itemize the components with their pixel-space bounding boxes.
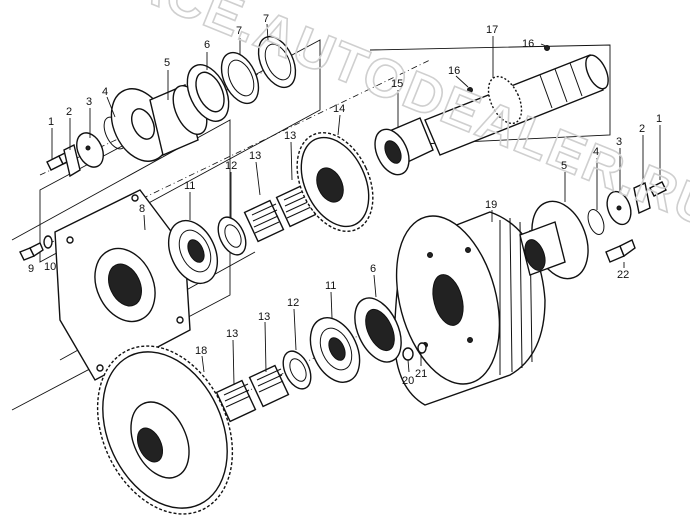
assembly-frame-right <box>369 44 611 146</box>
spacer-ring-lower <box>282 350 312 390</box>
callout-12-lower: 12 <box>287 297 299 309</box>
callout-9: 9 <box>28 263 34 275</box>
callout-12-top: 12 <box>225 160 237 172</box>
spacer-ring-7a <box>220 51 260 105</box>
callout-labels: 1 2 3 4 5 6 7 7 8 9 10 11 12 13 13 14 15… <box>28 13 662 387</box>
callout-16-a: 16 <box>448 65 460 77</box>
flange-hub-right <box>519 200 589 280</box>
callout-8: 8 <box>139 203 145 215</box>
bolt-9 <box>19 242 44 261</box>
housing-cover-plate <box>54 189 191 381</box>
callout-4-right: 4 <box>593 146 599 158</box>
flange-hub-top <box>110 84 208 162</box>
drive-shaft-17 <box>424 54 609 156</box>
callout-5-left: 5 <box>164 57 170 69</box>
nut-21 <box>417 342 427 354</box>
callout-11-lower: 11 <box>325 280 336 292</box>
callout-7-a: 7 <box>236 25 242 37</box>
callout-15: 15 <box>391 78 403 90</box>
callout-18: 18 <box>195 345 207 357</box>
callout-2-right: 2 <box>639 123 645 135</box>
cover-disc-left <box>76 132 104 168</box>
callout-1-right: 1 <box>656 113 662 125</box>
lock-plate-right <box>633 181 651 215</box>
pin-16-a <box>467 87 473 93</box>
callout-10: 10 <box>44 261 56 273</box>
spacer-ring-top <box>217 216 247 256</box>
large-gear-18 <box>96 345 234 515</box>
callout-19: 19 <box>485 199 497 211</box>
callout-6-lower: 6 <box>370 263 376 275</box>
callout-22: 22 <box>617 269 629 281</box>
spacer-ring-7b <box>257 35 297 89</box>
o-ring-right <box>587 209 605 235</box>
callout-3-right: 3 <box>616 136 622 148</box>
seal-ring-lower <box>354 297 402 363</box>
callout-13-lower-a: 13 <box>258 311 270 323</box>
needle-bearing-lower-a <box>248 364 290 408</box>
washer-20 <box>402 347 414 361</box>
callout-4-left: 4 <box>102 86 108 98</box>
lock-plate-left <box>63 143 81 178</box>
callout-7-b: 7 <box>263 13 269 25</box>
clutch-drum-19 <box>393 211 546 406</box>
ball-bearing-top <box>167 219 219 285</box>
callout-16-b: 16 <box>522 38 534 50</box>
pin-16-b <box>544 45 550 51</box>
callout-2-left: 2 <box>66 106 72 118</box>
callout-14: 14 <box>333 103 345 115</box>
callout-6-top: 6 <box>204 39 210 51</box>
callout-17: 17 <box>486 24 498 36</box>
callout-13-top-a: 13 <box>249 150 261 162</box>
callout-3-left: 3 <box>86 96 92 108</box>
ball-bearing-lower <box>309 317 361 383</box>
needle-bearing-top-a <box>243 199 285 243</box>
cover-disc-right <box>606 190 632 226</box>
leader-lines <box>51 23 661 386</box>
callout-5-right: 5 <box>561 160 567 172</box>
needle-bearing-lower-b <box>215 379 257 423</box>
spur-gear-14 <box>296 132 374 232</box>
callout-21: 21 <box>415 368 427 380</box>
bolt-right <box>649 181 667 197</box>
bolt-22 <box>605 239 636 263</box>
seal-ring-top <box>186 64 230 122</box>
callout-13-top-b: 13 <box>284 130 296 142</box>
callout-1-left: 1 <box>48 116 54 128</box>
callout-11-top: 11 <box>184 180 195 192</box>
washer-10 <box>43 235 53 249</box>
callout-13-lower-b: 13 <box>226 328 238 340</box>
callout-20: 20 <box>402 375 414 387</box>
splined-sleeve-15 <box>374 117 434 176</box>
